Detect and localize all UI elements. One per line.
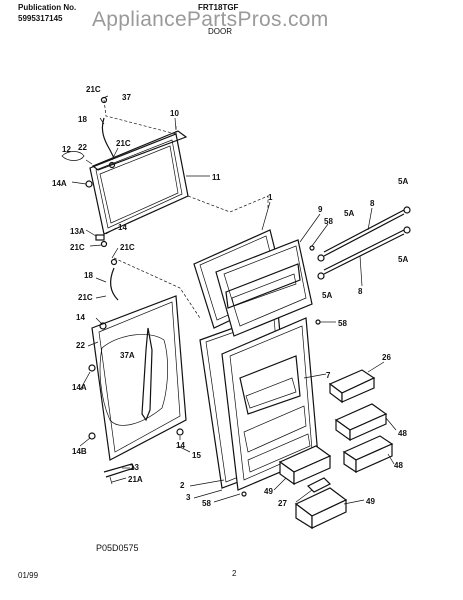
screw-14-upper bbox=[99, 322, 107, 330]
callout-5a: 5A bbox=[344, 209, 354, 218]
callout-8: 8 bbox=[370, 199, 375, 208]
fresh-food-door-panel bbox=[91, 295, 187, 461]
bin-48-lower bbox=[342, 435, 394, 474]
callout-21c: 21C bbox=[70, 243, 85, 252]
screw-21c-lower bbox=[100, 240, 108, 248]
bin-49-lower bbox=[294, 487, 348, 530]
callout-58: 58 bbox=[202, 499, 211, 508]
callout-14: 14 bbox=[76, 313, 85, 322]
callout-12: 12 bbox=[62, 145, 71, 154]
door-handle-12 bbox=[61, 151, 85, 161]
screw-21c bbox=[108, 161, 116, 169]
screw-14b bbox=[88, 432, 96, 440]
screw-14a bbox=[85, 180, 93, 188]
screw-58-b bbox=[315, 319, 321, 325]
callout-14: 14 bbox=[176, 441, 185, 450]
callout-21c: 21C bbox=[86, 85, 101, 94]
callout-14b: 14B bbox=[72, 447, 87, 456]
callout-13: 13 bbox=[130, 463, 139, 472]
callout-10: 10 bbox=[170, 109, 179, 118]
shelf-rod-lower bbox=[317, 226, 411, 280]
freezer-inner-liner bbox=[215, 239, 313, 337]
callout-5a: 5A bbox=[398, 177, 408, 186]
callout-22: 22 bbox=[76, 341, 85, 350]
callout-3: 3 bbox=[186, 493, 191, 502]
callout-21c: 21C bbox=[120, 243, 135, 252]
callout-8: 8 bbox=[358, 287, 363, 296]
hinge-wire-18 bbox=[109, 267, 119, 301]
shelf-rod-upper bbox=[317, 206, 411, 262]
publication-label: Publication No. bbox=[18, 3, 77, 12]
freezer-door-gasket bbox=[91, 130, 188, 171]
callout-27: 27 bbox=[278, 499, 287, 508]
callout-2: 2 bbox=[180, 481, 185, 490]
callout-7: 7 bbox=[326, 371, 331, 380]
callout-14: 14 bbox=[118, 223, 127, 232]
callout-13a: 13A bbox=[70, 227, 85, 236]
foam-insulation-37a bbox=[99, 334, 168, 426]
callout-58: 58 bbox=[324, 217, 333, 226]
watermark: AppliancePartsPros.com bbox=[92, 8, 329, 31]
callout-1: 1 bbox=[268, 193, 273, 202]
callout-21c: 21C bbox=[116, 139, 131, 148]
callout-9: 9 bbox=[318, 205, 323, 214]
section-title: DOOR bbox=[208, 27, 232, 36]
handle-37a bbox=[141, 327, 153, 422]
callout-15: 15 bbox=[192, 451, 201, 460]
screw-14a-lower bbox=[88, 364, 96, 372]
callout-37a: 37A bbox=[120, 351, 135, 360]
freezer-door-panel bbox=[89, 133, 189, 235]
screw-21c-mid bbox=[110, 258, 118, 266]
callout-49: 49 bbox=[264, 487, 273, 496]
bin-26 bbox=[328, 369, 376, 404]
callout-5a: 5A bbox=[398, 255, 408, 264]
bin-48-upper bbox=[334, 403, 388, 442]
fresh-food-inner-liner bbox=[221, 317, 319, 491]
callout-11: 11 bbox=[212, 173, 221, 182]
callout-14a: 14A bbox=[52, 179, 67, 188]
callout-5a: 5A bbox=[322, 291, 332, 300]
freezer-hinge-wire bbox=[101, 117, 115, 159]
hinge-pin-13a bbox=[95, 234, 105, 241]
callout-21a: 21A bbox=[128, 475, 143, 484]
callout-26: 26 bbox=[382, 353, 391, 362]
callout-37: 37 bbox=[122, 93, 131, 102]
callout-21c: 21C bbox=[78, 293, 93, 302]
drawing-code: P05D0575 bbox=[96, 543, 139, 553]
callout-58: 58 bbox=[338, 319, 347, 328]
hinge-13 bbox=[103, 463, 135, 478]
callout-48: 48 bbox=[394, 461, 403, 470]
screw-14-lower bbox=[176, 428, 184, 436]
model-number: FRT18TGF bbox=[198, 3, 239, 12]
page-number: 2 bbox=[232, 569, 237, 578]
screw-58-a bbox=[309, 245, 315, 251]
callout-48: 48 bbox=[398, 429, 407, 438]
screw-58-c bbox=[241, 491, 247, 497]
callout-14a: 14A bbox=[72, 383, 87, 392]
footer-date: 01/99 bbox=[18, 571, 39, 580]
callout-22: 22 bbox=[78, 143, 87, 152]
callout-49: 49 bbox=[366, 497, 375, 506]
bin-49-upper bbox=[278, 445, 332, 486]
publication-number: 5995317145 bbox=[18, 14, 63, 23]
callout-18: 18 bbox=[84, 271, 93, 280]
callout-18: 18 bbox=[78, 115, 87, 124]
